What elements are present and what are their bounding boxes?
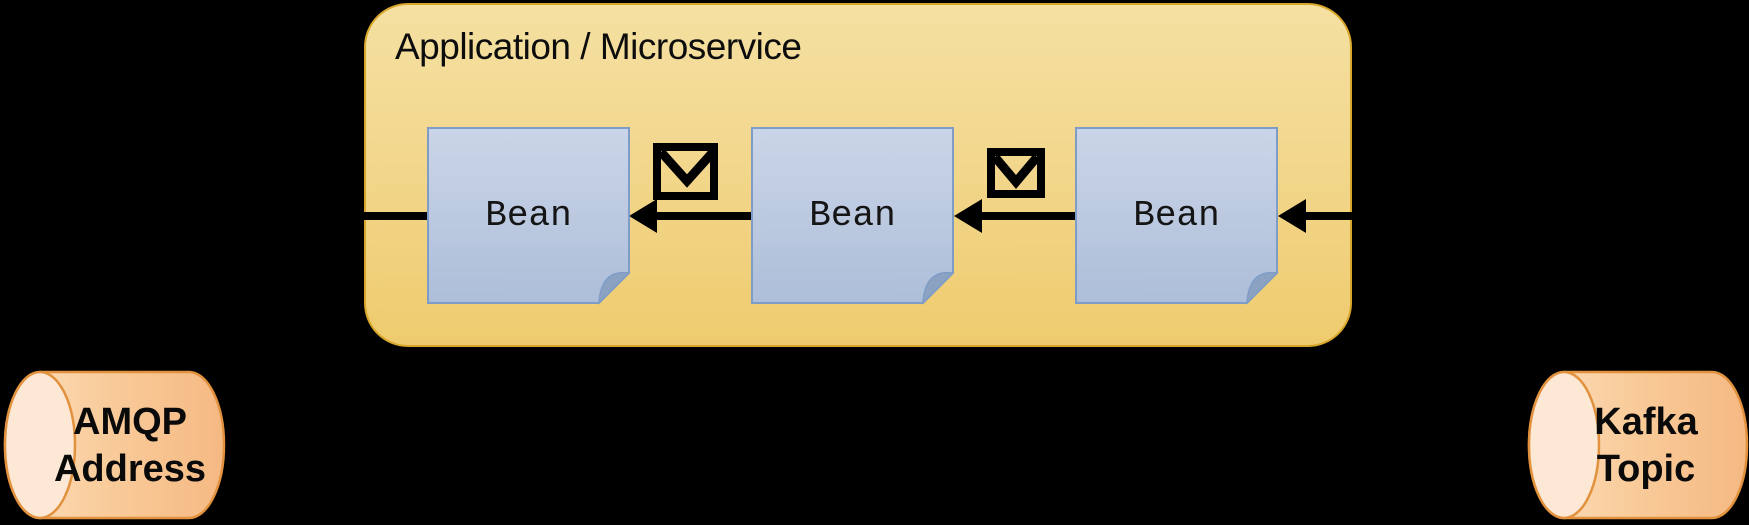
bean-label-1: Bean [485,195,572,236]
kafka-topic-label: Kafka Topic [1540,399,1749,493]
application-title: Application / Microservice [395,26,802,67]
kafka-cylinder-cap [1527,370,1601,520]
kafka-label-line2: Topic [1596,448,1696,490]
flow-arrowheads [629,199,1306,233]
bean-shape-3 [1075,127,1279,305]
kafka-cylinder [1527,370,1749,520]
amqp-address-label: AMQP Address [24,399,236,493]
bean-fold-corner [922,271,955,305]
arrowhead-into-bean1 [629,199,657,233]
arrowhead-into-bean3 [1278,199,1306,233]
message-envelope-icon-2 [987,148,1045,198]
bean-fold-corner [1246,271,1279,305]
amqp-label-line2: Address [53,448,207,490]
bean-shape-1 [427,127,631,305]
amqp-cylinder [3,370,226,520]
bean-fold-corner [598,271,631,305]
kafka-label-line1: Kafka [1594,401,1698,443]
amqp-cylinder-cap [3,370,77,520]
amqp-label-line1: AMQP [73,401,187,443]
bean-label-3: Bean [1133,195,1220,236]
arrowhead-into-bean2 [954,199,982,233]
bean-label-2: Bean [809,195,896,236]
bean-shape-2 [751,127,955,305]
message-envelope-icon-1 [653,143,718,200]
